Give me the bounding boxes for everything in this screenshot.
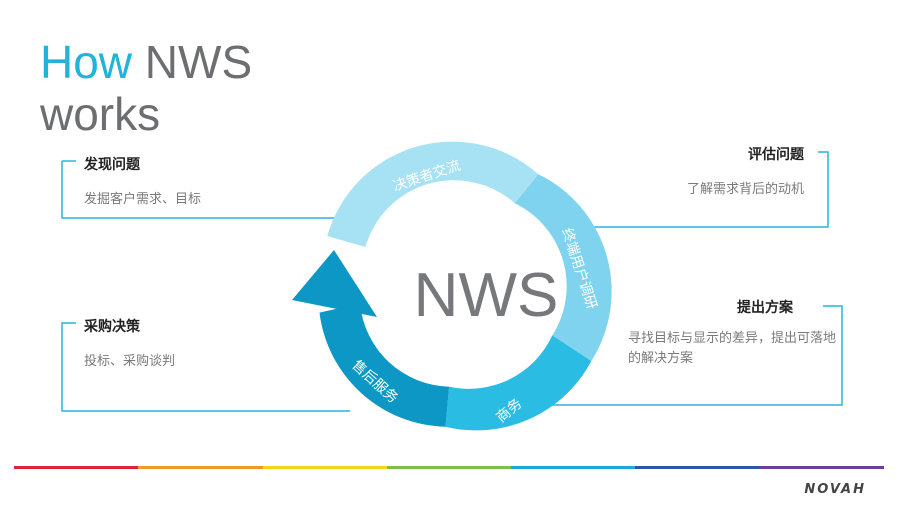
title-line2: works — [40, 88, 161, 140]
stripe-segment — [386, 466, 512, 469]
connector-top-right — [577, 151, 829, 228]
card-title: 提出方案 — [737, 300, 793, 316]
center-label: NWS — [414, 261, 559, 330]
cycle-arrow-head — [292, 250, 377, 317]
stripe-segment — [511, 466, 636, 469]
card-title: 发现问题 — [84, 157, 140, 173]
stripe-segment — [14, 466, 139, 469]
card-title: 采购决策 — [84, 319, 140, 335]
card-propose-solution: 提出方案 寻找目标与显示的差异，提出可落地的解决方案 — [628, 297, 843, 369]
card-evaluate-problem: 评估问题 了解需求背后的动机 — [640, 144, 804, 200]
title-highlight: How — [40, 36, 133, 88]
card-description: 发掘客户需求、目标 — [84, 192, 202, 207]
card-purchase-decision: 采购决策 投标、采购谈判 — [84, 316, 175, 372]
card-description: 了解需求背后的动机 — [686, 182, 804, 197]
connector-bottom-left — [61, 322, 350, 412]
ring-segment-end-user-research — [514, 174, 612, 361]
card-description: 投标、采购谈判 — [84, 354, 176, 369]
card-discover-problem: 发现问题 发掘客户需求、目标 — [84, 154, 201, 210]
footer-color-stripe — [14, 466, 884, 469]
stripe-segment — [635, 466, 760, 469]
stripe-segment — [138, 466, 263, 469]
ring-segment-decision-makers — [327, 141, 539, 247]
title-rest: NWS — [132, 36, 253, 88]
page-title: How NWS works — [40, 36, 252, 140]
ring-segment-business — [445, 335, 592, 431]
connector-top-left — [61, 161, 340, 219]
stripe-segment — [262, 466, 387, 469]
card-title: 评估问题 — [748, 147, 804, 163]
connector-mid-right — [530, 305, 843, 406]
brand-logo: NOVAH — [804, 482, 866, 497]
stripe-segment — [759, 466, 884, 469]
ring-segment-after-sales — [319, 303, 450, 427]
card-description: 寻找目标与显示的差异，提出可落地的解决方案 — [628, 331, 837, 366]
